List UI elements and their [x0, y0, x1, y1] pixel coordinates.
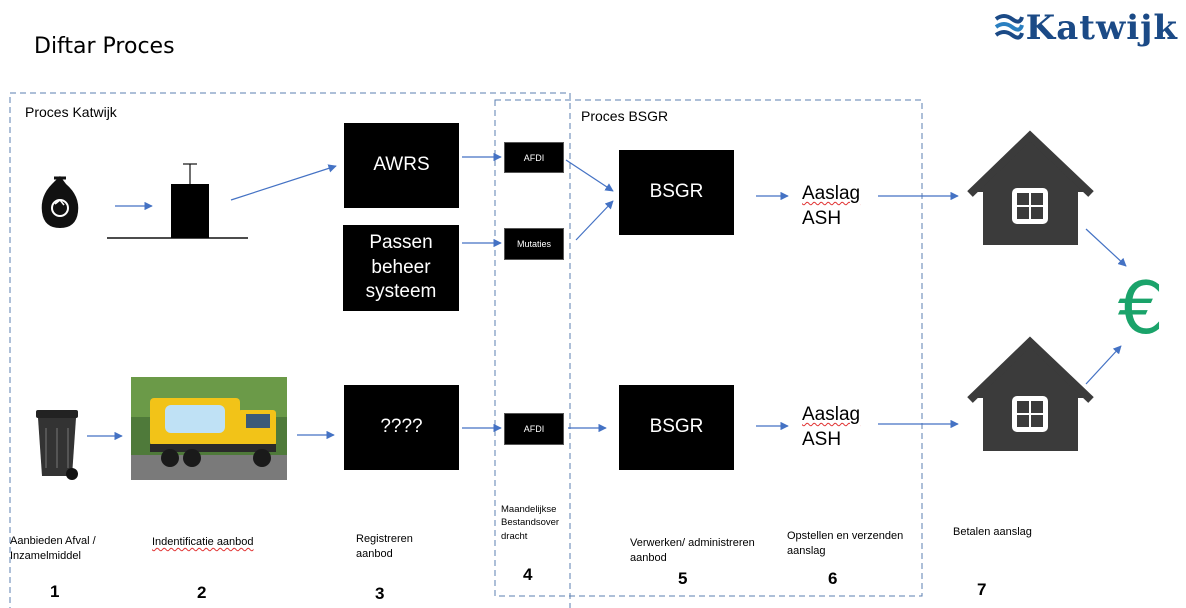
aaslag-top-line2: ASH — [802, 207, 842, 229]
region-bsgr-border — [494, 99, 923, 597]
unknown-box: ???? — [344, 385, 459, 470]
step-6-label: Opstellen en verzenden aanslag — [787, 530, 904, 558]
awrs-box: AWRS — [344, 123, 459, 208]
step-3-number: 3 — [375, 584, 385, 603]
logo-text: Katwijk — [1025, 8, 1178, 48]
step-5-label: Verwerken/ administreren aanbod — [630, 537, 755, 565]
aaslag-bottom-line2: ASH — [802, 428, 842, 450]
step-2-number: 2 — [197, 583, 207, 602]
bsgr-top-box: BSGR — [619, 150, 734, 235]
step-3-label: Registreren aanbod — [356, 533, 413, 561]
garbage-truck-photo — [131, 377, 287, 480]
euro-icon: € — [1118, 266, 1164, 350]
recycle-bag-icon — [41, 176, 79, 228]
house-icon-top — [967, 130, 1094, 245]
afdi-top-box: AFDI — [504, 142, 564, 173]
flow-arrows — [87, 152, 1127, 441]
mutaties-box: Mutaties — [504, 228, 564, 260]
region-label-bsgr: Proces BSGR — [581, 108, 669, 124]
wheelie-bin-icon — [36, 410, 78, 480]
aaslag-bottom: Aaslag ASH — [802, 403, 860, 452]
aaslag-top: Aaslag ASH — [802, 182, 860, 231]
step-5-number: 5 — [678, 569, 688, 588]
step-4-label: Maandelijkse Bestandsover dracht — [501, 504, 560, 542]
region-label-katwijk: Proces Katwijk — [25, 104, 117, 120]
step-7-number: 7 — [977, 580, 987, 599]
step-6-number: 6 — [828, 569, 838, 588]
afdi-bottom-box: AFDI — [504, 413, 564, 445]
step-4-number: 4 — [523, 565, 533, 584]
step-1-label: Aanbieden Afval / Inzamelmiddel — [10, 535, 96, 563]
bsgr-bottom-box: BSGR — [619, 385, 734, 470]
house-icon-bottom — [967, 336, 1094, 451]
aaslag-top-line1: Aaslag — [802, 183, 861, 204]
step-2-label: Indentificatie aanbod — [152, 536, 254, 548]
step-7-label: Betalen aanslag — [953, 526, 1032, 538]
page-title: Diftar Proces — [34, 34, 175, 59]
katwijk-logo: Katwijk — [994, 8, 1178, 50]
passen-beheer-systeem-box: Passen beheer systeem — [343, 225, 459, 311]
step-1-number: 1 — [50, 582, 60, 601]
katwijk-waves-icon — [994, 10, 1024, 50]
weighing-scale-icon — [107, 163, 248, 239]
region-katwijk-border — [9, 92, 571, 608]
aaslag-bottom-line1: Aaslag — [802, 404, 861, 425]
